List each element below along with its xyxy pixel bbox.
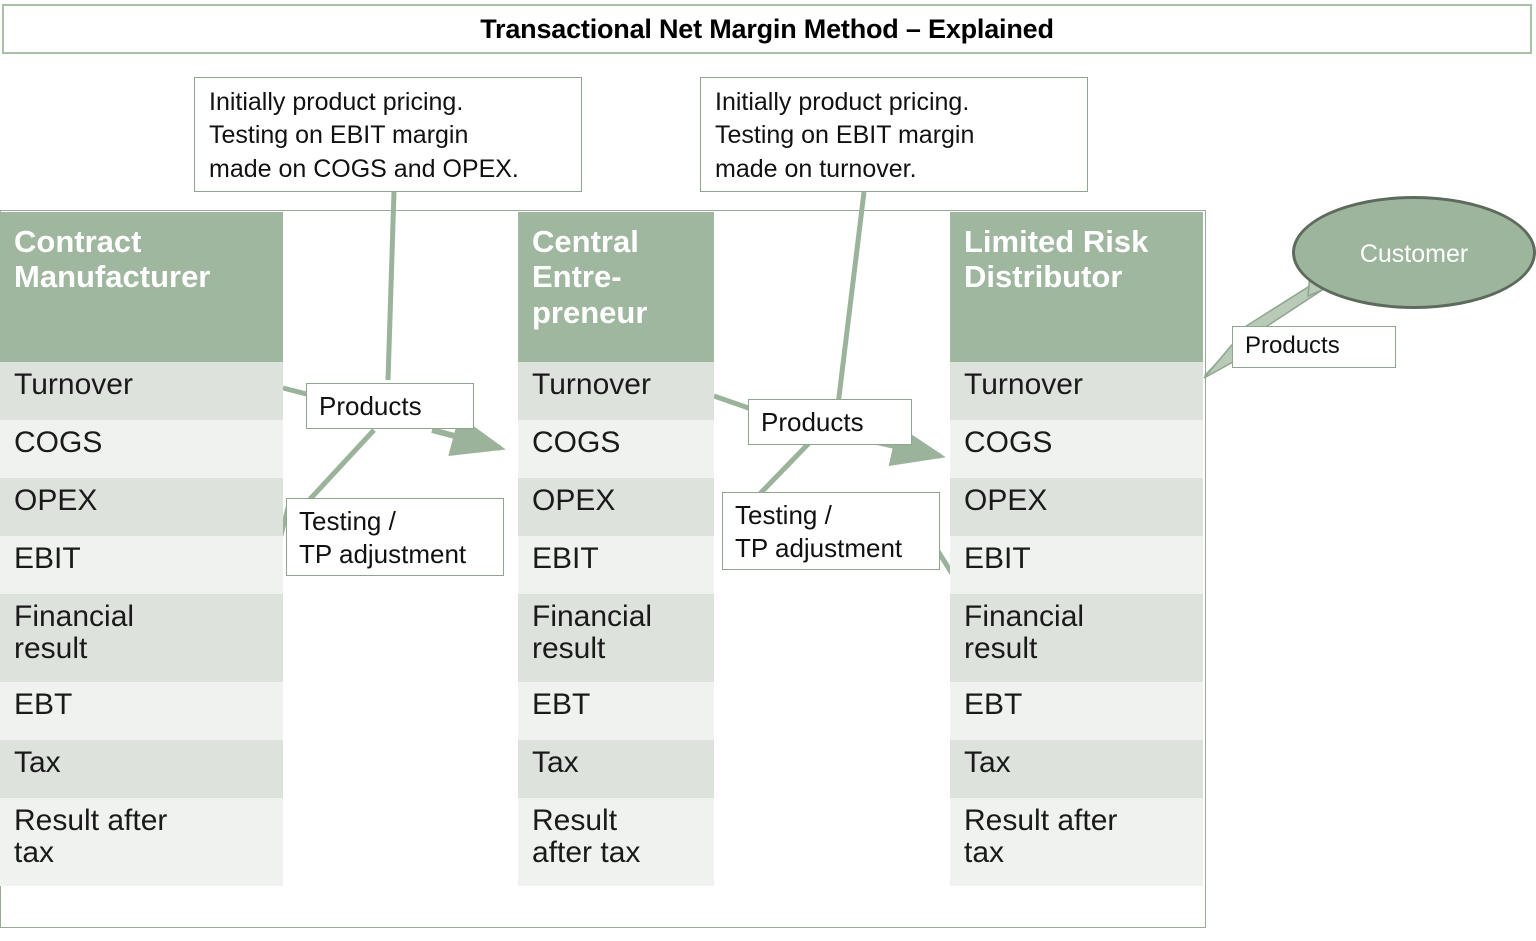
pl-row: OPEX xyxy=(518,478,714,536)
pl-row: Financial result xyxy=(950,594,1203,682)
flow-label-products-2: Products xyxy=(748,399,912,445)
pl-row: Turnover xyxy=(518,362,714,420)
pl-row: Tax xyxy=(518,740,714,798)
pl-row: EBIT xyxy=(950,536,1203,594)
page-title: Transactional Net Margin Method – Explai… xyxy=(480,13,1054,44)
column-central-entrepreneur: Central Entre- preneur Turnover COGS OPE… xyxy=(518,212,714,886)
pl-row: EBT xyxy=(0,682,283,740)
pl-row: Tax xyxy=(950,740,1203,798)
flow-label-products-1: Products xyxy=(306,383,474,429)
flow-label-testing-1: Testing / TP adjustment xyxy=(286,498,504,576)
pl-row: Turnover xyxy=(0,362,283,420)
pl-row: EBIT xyxy=(518,536,714,594)
arrow-lrd-to-products-3 xyxy=(1204,347,1233,377)
pl-row: EBIT xyxy=(0,536,283,594)
column-header-limited-risk-distributor: Limited Risk Distributor xyxy=(950,212,1203,362)
flow-label-products-3: Products xyxy=(1232,326,1396,368)
pl-row: EBT xyxy=(950,682,1203,740)
pl-row: Tax xyxy=(0,740,283,798)
customer-node: Customer xyxy=(1292,196,1536,309)
pl-row: COGS xyxy=(518,420,714,478)
note-contract-manufacturer: Initially product pricing. Testing on EB… xyxy=(194,77,582,192)
pl-row: Financial result xyxy=(518,594,714,682)
note-central-entrepreneur: Initially product pricing. Testing on EB… xyxy=(700,77,1088,192)
customer-label: Customer xyxy=(1359,240,1469,268)
pl-row: COGS xyxy=(950,420,1203,478)
pl-row: COGS xyxy=(0,420,283,478)
column-limited-risk-distributor: Limited Risk Distributor Turnover COGS O… xyxy=(950,212,1203,886)
flow-label-testing-2: Testing / TP adjustment xyxy=(722,492,940,570)
pl-row: OPEX xyxy=(950,478,1203,536)
pl-row: OPEX xyxy=(0,478,283,536)
pl-row: Turnover xyxy=(950,362,1203,420)
pl-row: Result after tax xyxy=(950,798,1203,886)
column-header-contract-manufacturer: Contract Manufacturer xyxy=(0,212,283,362)
pl-row: Result after tax xyxy=(518,798,714,886)
pl-row: EBT xyxy=(518,682,714,740)
column-header-central-entrepreneur: Central Entre- preneur xyxy=(518,212,714,362)
column-contract-manufacturer: Contract Manufacturer Turnover COGS OPEX… xyxy=(0,212,283,886)
pl-row: Financial result xyxy=(0,594,283,682)
title-bar: Transactional Net Margin Method – Explai… xyxy=(2,4,1532,54)
pl-row: Result after tax xyxy=(0,798,283,886)
